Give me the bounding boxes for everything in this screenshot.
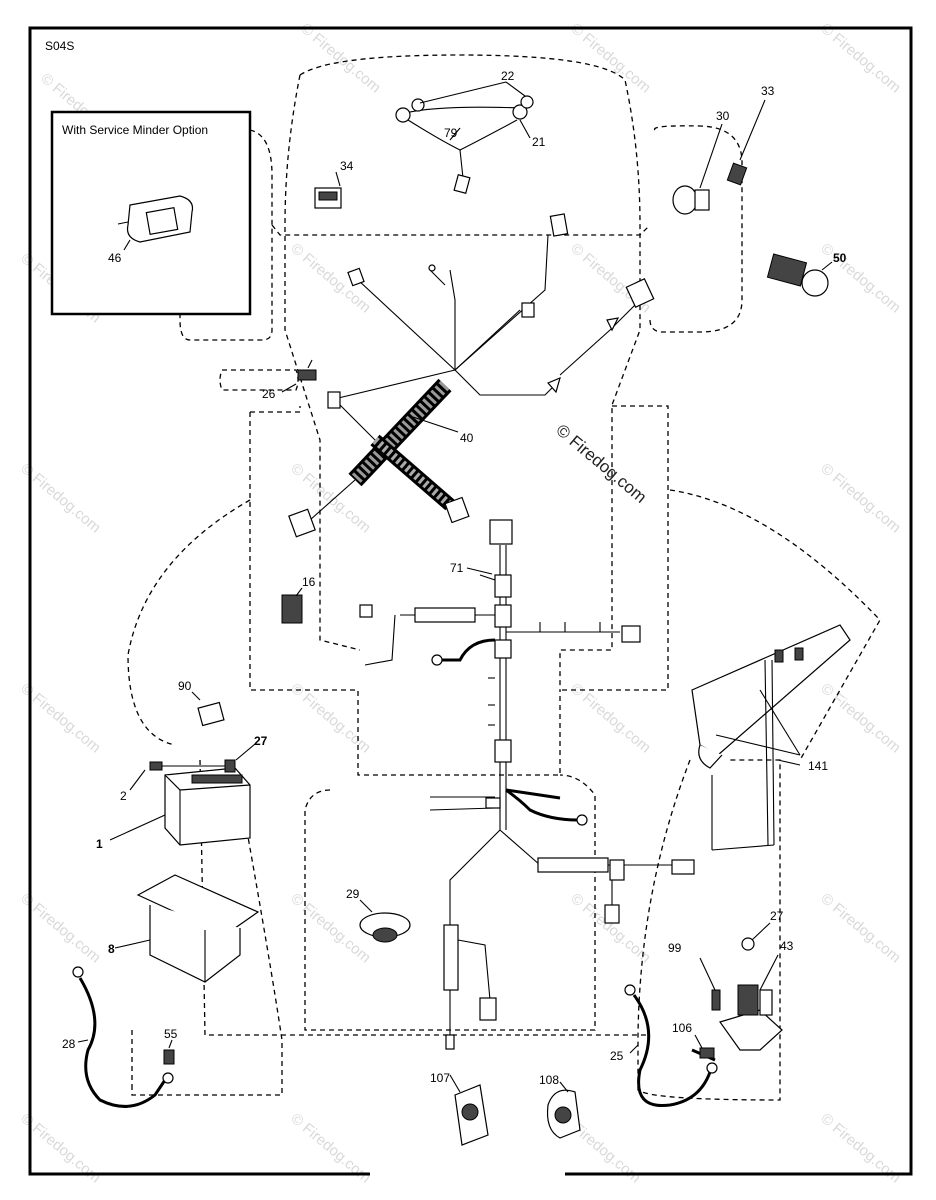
harness-main: [359, 519, 641, 830]
part-switch-34: [314, 171, 342, 209]
watermark-tile: © Firedog.com: [817, 240, 903, 316]
part-cable-28: [72, 966, 175, 1108]
part-bracket-141: [691, 624, 851, 851]
diagram-code: S04S: [45, 39, 74, 53]
callout-90: 90: [178, 679, 192, 693]
part-solenoid: [691, 922, 783, 1062]
inset-title: With Service Minder Option: [62, 123, 208, 137]
part-cable-25: [624, 984, 718, 1108]
harness-lower: [429, 788, 695, 1050]
watermark-tile: © Firedog.com: [567, 890, 653, 966]
part-battery-tray: [114, 874, 260, 983]
watermark-tile: © Firedog.com: [287, 680, 373, 756]
callout-106: 106: [672, 1021, 692, 1035]
watermark-tile: © Firedog.com: [817, 20, 903, 96]
callout-27-solenoid: 27: [770, 909, 784, 923]
part-ignition-switch: [672, 99, 766, 215]
watermark-main: © Firedog.com: [552, 421, 650, 507]
callout-33: 33: [761, 84, 775, 98]
callout-34: 34: [340, 159, 354, 173]
part-16: [281, 587, 303, 624]
callout-71: 71: [450, 561, 464, 575]
harness-upper: [329, 213, 655, 401]
part-headlight-harness: [395, 81, 534, 195]
tractor-outline: [127, 54, 881, 1101]
callout-2: 2: [120, 789, 127, 803]
callout-108: 108: [539, 1073, 559, 1087]
callout-55: 55: [164, 1027, 178, 1041]
callout-1: 1: [96, 837, 103, 851]
part-50: [766, 253, 833, 297]
callout-50: 50: [833, 251, 847, 265]
callout-141: 141: [808, 759, 828, 773]
part-fuse-26: [281, 359, 317, 393]
watermark-tile: © Firedog.com: [817, 890, 903, 966]
outer-frame: [28, 26, 913, 1176]
watermark-tile: © Firedog.com: [817, 680, 903, 756]
callout-79: 79: [444, 126, 458, 140]
part-29: [359, 899, 411, 943]
callout-46: 46: [108, 251, 122, 265]
callout-25: 25: [610, 1049, 624, 1063]
callout-29: 29: [346, 887, 360, 901]
part-107: [449, 1074, 489, 1146]
callout-28: 28: [62, 1037, 76, 1051]
part-battery: [109, 743, 256, 846]
callout-30: 30: [716, 109, 730, 123]
watermark-tile: © Firedog.com: [567, 20, 653, 96]
callout-107: 107: [430, 1071, 450, 1085]
callout-27-battery: 27: [254, 734, 268, 748]
callout-21: 21: [532, 135, 546, 149]
callout-26: 26: [262, 387, 276, 401]
part-90: [191, 691, 225, 727]
part-108: [546, 1081, 581, 1139]
callout-16: 16: [302, 575, 316, 589]
callout-43: 43: [780, 939, 794, 953]
watermark-tile: © Firedog.com: [567, 680, 653, 756]
callout-22: 22: [501, 69, 515, 83]
callout-99: 99: [668, 941, 682, 955]
callout-8: 8: [108, 942, 115, 956]
watermark-tile: © Firedog.com: [817, 460, 903, 536]
callout-40: 40: [460, 431, 474, 445]
part-harness-40: [288, 378, 470, 538]
part-46-minder: [117, 195, 194, 251]
